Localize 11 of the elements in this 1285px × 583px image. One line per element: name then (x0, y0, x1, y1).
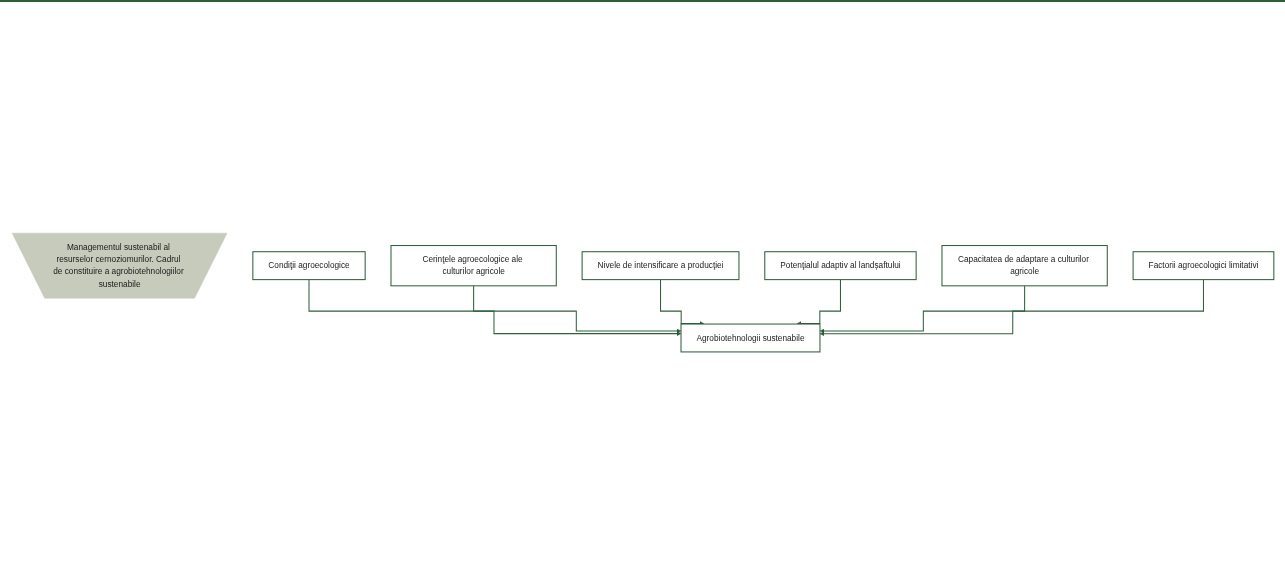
arrow (819, 285, 1025, 334)
node-box: Cerinţele agroecologice ale culturilor agricole (389, 245, 557, 287)
node-box: Agrobiotehnologii sustenabile (680, 323, 820, 353)
arrow (819, 279, 1204, 336)
node-box: Factorii agroecologici limitativi (1132, 251, 1274, 281)
node-box: Potenţialul adaptiv al landșaftului (763, 251, 917, 281)
node-box: Condiţii agroecologice (251, 251, 366, 281)
arrow (472, 285, 681, 334)
node-box: Capacitatea de adaptare a culturilor agricole (940, 245, 1108, 287)
arrow (308, 279, 681, 336)
node-box: Nivele de intensificare a producţiei (581, 251, 739, 281)
